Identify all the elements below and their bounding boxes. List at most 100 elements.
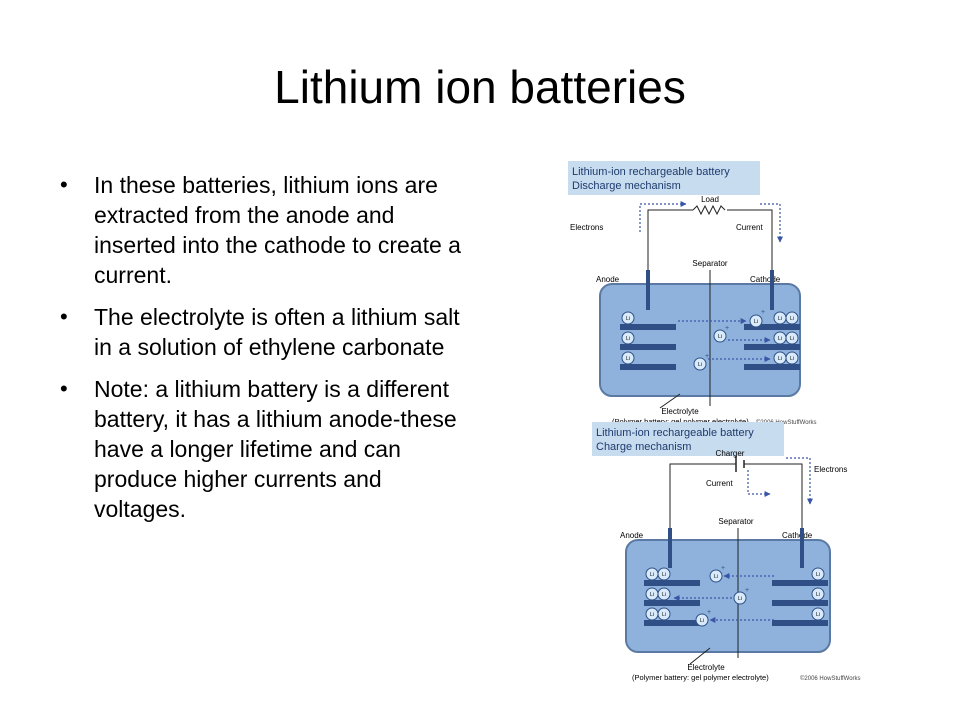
charge-anode-plate bbox=[644, 580, 700, 586]
charge-copyright: ©2006 HowStuffWorks bbox=[800, 675, 861, 682]
discharge-electrolyte-label: Electrolyte bbox=[661, 407, 699, 416]
load-resistor-icon bbox=[692, 204, 726, 216]
svg-text:Li: Li bbox=[662, 572, 666, 578]
plus-sign: + bbox=[705, 353, 709, 360]
bullet-item: • The electrolyte is often a lithium salt… bbox=[58, 302, 468, 362]
discharge-copyright: ©2006 HowStuffWorks bbox=[756, 419, 817, 426]
charge-anode-plate bbox=[644, 600, 700, 606]
discharge-title-band bbox=[568, 161, 760, 195]
bullet-item: • Note: a lithium battery is a different … bbox=[58, 374, 468, 524]
svg-text:Li: Li bbox=[650, 612, 654, 618]
svg-text:Li: Li bbox=[816, 612, 820, 618]
bullet-item: • In these batteries, lithium ions are ex… bbox=[58, 170, 468, 290]
svg-text:Li: Li bbox=[790, 316, 794, 322]
charge-wire-right bbox=[744, 463, 803, 550]
discharge-wire-left bbox=[647, 209, 693, 288]
svg-text:Li: Li bbox=[662, 592, 666, 598]
discharge-electrons-label: Electrons bbox=[570, 223, 603, 232]
battery-diagram-svg: Lithium-ion rechargeable battery Dischar… bbox=[568, 161, 861, 682]
discharge-polymer-note: (Polymer battery: gel polymer electrolyt… bbox=[612, 417, 749, 426]
charge-cathode-label: Cathode bbox=[782, 531, 813, 540]
li-ion-icon: Li bbox=[709, 569, 723, 583]
li-ion-icon: Li bbox=[713, 329, 727, 343]
discharge-anode-label: Anode bbox=[596, 275, 620, 284]
charge-current-label: Current bbox=[706, 479, 733, 488]
discharge-cathode-plate bbox=[744, 344, 800, 350]
battery-diagram: Lithium-ion rechargeable battery Dischar… bbox=[560, 158, 880, 698]
svg-text:Li: Li bbox=[626, 316, 630, 322]
li-ion-icon: Li bbox=[811, 607, 825, 621]
svg-text:Li: Li bbox=[778, 356, 782, 362]
li-ion-icon: Li bbox=[785, 351, 799, 365]
discharge-electron-arrow bbox=[639, 201, 687, 232]
charge-cathode-plate bbox=[772, 600, 828, 606]
svg-text:Li: Li bbox=[650, 592, 654, 598]
li-ion-icon: Li bbox=[621, 331, 635, 345]
electrolyte-pointer bbox=[659, 393, 681, 409]
discharge-title-line1: Lithium-ion rechargeable battery bbox=[572, 166, 730, 178]
li-ion-icon: Li bbox=[657, 567, 671, 581]
charge-anode-rod bbox=[668, 528, 672, 568]
svg-text:Li: Li bbox=[626, 336, 630, 342]
svg-text:Li: Li bbox=[718, 334, 722, 340]
charge-wire-left bbox=[669, 463, 736, 550]
charge-cathode-plate bbox=[772, 620, 828, 626]
charge-electrons-label: Electrons bbox=[814, 465, 847, 474]
li-ion-icon: Li bbox=[733, 591, 747, 605]
discharge-wire-right bbox=[727, 209, 773, 288]
bullet-text: In these batteries, lithium ions are ext… bbox=[94, 172, 461, 288]
discharge-anode-rod bbox=[646, 270, 650, 310]
li-ion-icon: Li bbox=[695, 613, 709, 627]
charge-cathode-rod bbox=[800, 528, 804, 568]
discharge-current-label: Current bbox=[736, 223, 763, 232]
svg-text:Li: Li bbox=[698, 362, 702, 368]
plus-sign: + bbox=[725, 325, 729, 332]
charge-panel: Lithium-ion rechargeable battery Charge … bbox=[592, 422, 861, 682]
li-ion-icon: Li bbox=[645, 607, 659, 621]
charge-current-arrow bbox=[747, 470, 771, 497]
svg-text:Li: Li bbox=[714, 574, 718, 580]
li-ion-icon: Li bbox=[811, 567, 825, 581]
discharge-anode-plate bbox=[620, 364, 676, 370]
bullet-icon: • bbox=[60, 304, 68, 329]
li-ion-icon: Li bbox=[785, 311, 799, 325]
bullet-text: The electrolyte is often a lithium salt … bbox=[94, 304, 460, 360]
svg-text:Li: Li bbox=[778, 316, 782, 322]
charge-separator-label: Separator bbox=[718, 517, 753, 526]
li-ion-icon: Li bbox=[645, 587, 659, 601]
bullet-list: • In these batteries, lithium ions are ex… bbox=[58, 170, 468, 536]
plus-sign: + bbox=[745, 587, 749, 594]
svg-text:Li: Li bbox=[662, 612, 666, 618]
svg-text:Li: Li bbox=[790, 336, 794, 342]
li-ion-icon: Li bbox=[749, 314, 763, 328]
discharge-current-arrow bbox=[760, 203, 783, 243]
li-ion-icon: Li bbox=[657, 607, 671, 621]
charge-anode-label: Anode bbox=[620, 531, 644, 540]
charger-label: Charger bbox=[716, 449, 745, 458]
svg-text:Li: Li bbox=[816, 572, 820, 578]
charge-title-line1: Lithium-ion rechargeable battery bbox=[596, 427, 754, 439]
bullet-icon: • bbox=[60, 172, 68, 197]
svg-text:Li: Li bbox=[700, 618, 704, 624]
charge-electron-arrow bbox=[786, 457, 813, 505]
discharge-cathode-label: Cathode bbox=[750, 275, 781, 284]
discharge-anode-plate bbox=[620, 324, 676, 330]
plus-sign: + bbox=[761, 309, 765, 316]
li-ion-icon: Li bbox=[785, 331, 799, 345]
li-ion-icon: Li bbox=[773, 351, 787, 365]
plus-sign: + bbox=[707, 609, 711, 616]
li-ion-icon: Li bbox=[773, 311, 787, 325]
charge-anode-plate bbox=[644, 620, 700, 626]
li-ion-icon: Li bbox=[621, 311, 635, 325]
electrolyte-pointer bbox=[689, 647, 711, 665]
li-ion-icon: Li bbox=[657, 587, 671, 601]
plus-sign: + bbox=[721, 565, 725, 572]
li-ion-icon: Li bbox=[811, 587, 825, 601]
slide-title: Lithium ion batteries bbox=[274, 61, 686, 113]
svg-text:Li: Li bbox=[650, 572, 654, 578]
bullet-icon: • bbox=[60, 376, 68, 401]
svg-text:Li: Li bbox=[790, 356, 794, 362]
discharge-separator-label: Separator bbox=[692, 259, 727, 268]
bullet-text: Note: a lithium battery is a different b… bbox=[94, 376, 457, 522]
svg-text:Li: Li bbox=[626, 356, 630, 362]
